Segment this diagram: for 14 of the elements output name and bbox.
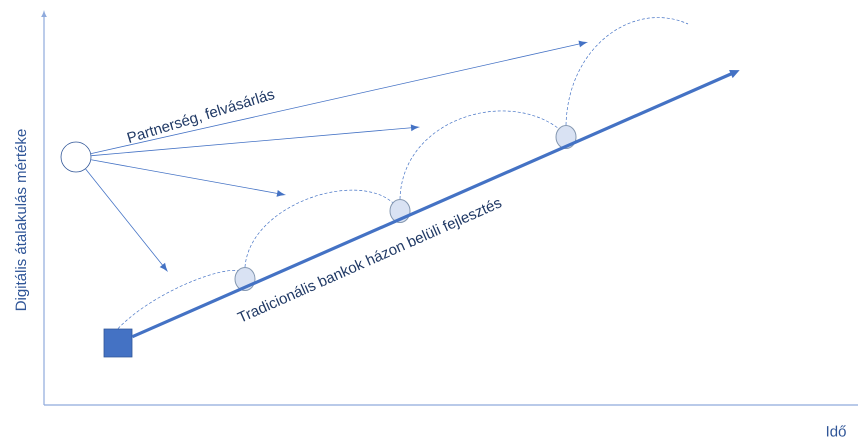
dashed-arc [400,110,559,200]
circle-marker [60,142,92,172]
arrow [90,124,419,156]
square-marker [104,328,132,358]
circle-marker [556,125,576,149]
dashed-arc [566,17,688,126]
dashed-arc [118,270,238,329]
arrow [90,159,285,197]
arrow [90,40,587,154]
axis-title: Idő [826,425,846,437]
circle-marker [390,199,410,223]
arrow [85,168,168,272]
dashed-arc [244,190,393,268]
axis-title: Digitális átalakulás mértéke [14,129,30,310]
